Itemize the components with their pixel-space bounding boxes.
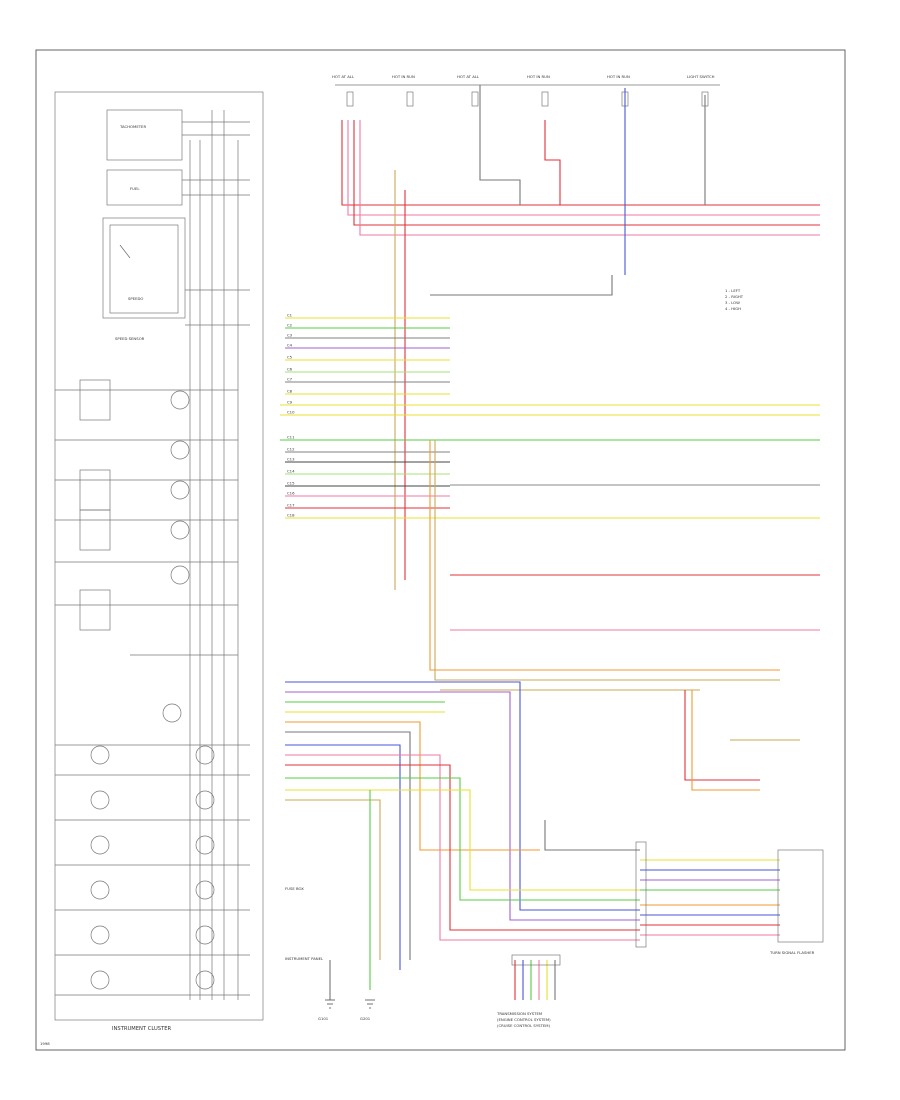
ground-left-label: G101 — [318, 1016, 329, 1021]
fuse — [471, 91, 479, 107]
legend-note: 1 - LEFT 2 - RIGHT 3 - LOW 4 - HIGH — [725, 288, 744, 311]
harness-code: C3 — [287, 333, 293, 338]
lower-harness — [285, 681, 800, 1000]
fuse-label: HOT IN RUN — [527, 74, 550, 79]
svg-text:1 - LEFT: 1 - LEFT — [725, 288, 741, 293]
harness-code: C12 — [287, 447, 295, 452]
svg-text:TRANSMISSION SYSTEM: TRANSMISSION SYSTEM — [496, 1011, 542, 1016]
svg-text:FUEL: FUEL — [130, 186, 140, 191]
harness-code: C1 — [287, 313, 293, 318]
tcm-connector — [511, 954, 561, 966]
fuse-label: HOT IN RUN — [607, 74, 630, 79]
harness-code: C9 — [287, 400, 293, 405]
fuse-row: HOT AT ALL HOT IN RUN HOT AT ALL HOT IN RUN… — [332, 74, 720, 107]
components: TURN SIGNAL FLASHER TRANSMISSION SYSTEM … — [285, 841, 824, 1028]
harness-code: C7 — [287, 377, 293, 382]
long-feeds — [280, 404, 820, 691]
fuse-label: HOT AT ALL — [457, 74, 480, 79]
fuse-label: HOT IN RUN — [392, 74, 415, 79]
right-connector — [777, 849, 824, 943]
corner-id: 1998 — [40, 1041, 50, 1046]
ground-mid-label: G201 — [360, 1016, 371, 1021]
svg-text:(ENGINE CONTROL SYSTEM): (ENGINE CONTROL SYSTEM) — [497, 1017, 551, 1022]
power-wires — [341, 85, 820, 590]
svg-text:(CRUISE CONTROL SYSTEM): (CRUISE CONTROL SYSTEM) — [497, 1023, 551, 1028]
svg-text:3 - LOW: 3 - LOW — [725, 300, 740, 305]
svg-text:SPEEDO: SPEEDO — [128, 296, 143, 301]
harness-rows: C1C2C3C4C5C6C7C8C9C10C11C12C13C14C15C16C… — [285, 313, 450, 519]
harness-code: C2 — [287, 323, 293, 328]
diagram-border — [35, 49, 846, 1051]
fuse — [406, 91, 414, 107]
harness-code: C17 — [287, 503, 295, 508]
fuse-label: LIGHT SWITCH — [687, 74, 715, 79]
harness-code: C14 — [287, 469, 295, 474]
fuse-label: HOT AT ALL — [332, 74, 355, 79]
fuse — [541, 91, 549, 107]
harness-code: C10 — [287, 410, 295, 415]
svg-text:TACHOMETER: TACHOMETER — [119, 124, 146, 129]
svg-text:2 - RIGHT: 2 - RIGHT — [725, 294, 744, 299]
instrument-cluster: TACHOMETER FUEL SPEEDO SPEED SENSOR — [54, 91, 264, 1032]
fuse — [346, 91, 354, 107]
harness-code: C13 — [287, 457, 295, 462]
harness-code: C6 — [287, 367, 293, 372]
svg-text:SPEED SENSOR: SPEED SENSOR — [115, 336, 145, 341]
svg-text:FUSE BOX: FUSE BOX — [285, 886, 304, 891]
harness-code: C16 — [287, 491, 295, 496]
cluster-outline — [54, 91, 264, 1021]
svg-text:4 - HIGH: 4 - HIGH — [725, 306, 741, 311]
connector-block — [635, 841, 647, 948]
svg-text:TURN SIGNAL FLASHER: TURN SIGNAL FLASHER — [769, 950, 815, 955]
harness-code: C8 — [287, 389, 293, 394]
harness-code: C18 — [287, 513, 295, 518]
harness-code: C15 — [287, 481, 295, 486]
svg-text:INSTRUMENT PANEL: INSTRUMENT PANEL — [285, 956, 324, 961]
harness-code: C5 — [287, 355, 293, 360]
harness-code: C11 — [287, 435, 295, 440]
harness-code: C4 — [287, 343, 293, 348]
cluster-title: INSTRUMENT CLUSTER — [112, 1026, 172, 1032]
